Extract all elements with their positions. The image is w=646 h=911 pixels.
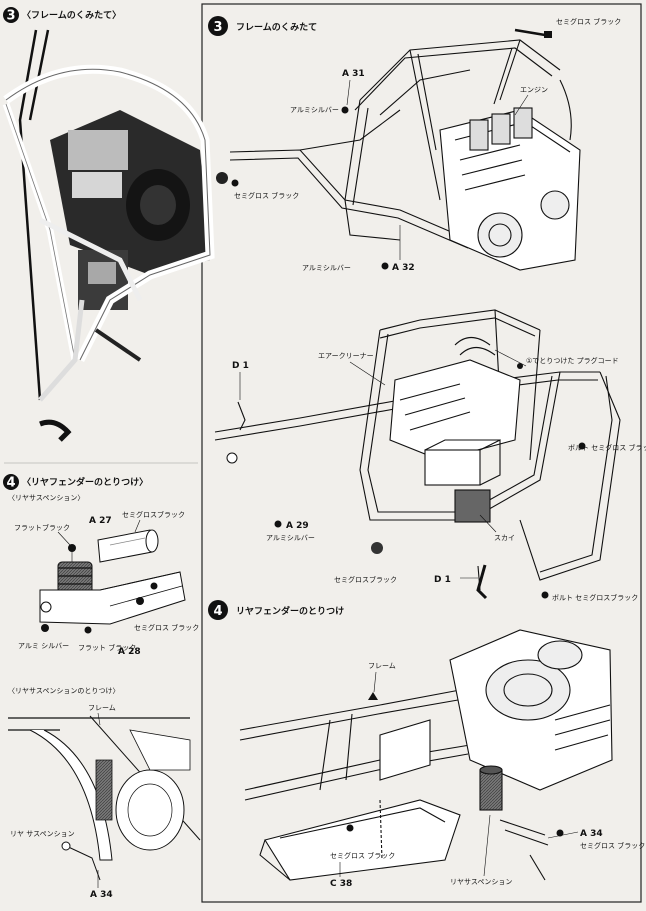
label-aluminum-silver: アルミ シルバー	[18, 642, 69, 650]
label-bolt-semi-gloss: ボルト セミグロス ブラック	[568, 443, 646, 452]
frame-photo	[2, 29, 215, 442]
right-step4-header: 4 リヤフェンダーのとりつけ	[208, 600, 344, 620]
label-frame: フレーム	[368, 662, 396, 670]
step-title: 〈リヤフェンダーのとりつけ〉	[22, 476, 148, 488]
paint-dot	[346, 824, 354, 832]
step-number: 4	[6, 476, 15, 491]
part-a32: A 32	[392, 263, 415, 273]
label-semi-gloss-black: セミグロスブラック	[122, 510, 185, 519]
foot-peg	[216, 172, 228, 184]
rear-suspension-drawing	[39, 529, 186, 634]
label-flat-black-2: フラット ブラック	[78, 643, 136, 652]
figure-frame-engine	[229, 28, 581, 271]
part-a34: A 34	[580, 829, 603, 839]
right-panel-border	[201, 3, 642, 903]
step-number-badge	[3, 7, 19, 23]
rear-susp-mount-title: 〈リヤサスペンションのとりつけ〉	[8, 687, 119, 695]
left-step4-header: 4 〈リヤフェンダーのとりつけ〉 〈リヤサスペンション〉	[3, 474, 148, 502]
step-number: 3	[213, 20, 222, 35]
step-number-badge	[208, 16, 228, 36]
step-number-badge	[208, 600, 228, 620]
paint-dot	[544, 31, 552, 38]
paint-dot	[517, 363, 523, 369]
label-aluminum-silver: アルミシルバー	[290, 106, 339, 114]
part-a28: A 28	[118, 647, 141, 657]
rear-susp-mount-drawing	[8, 715, 201, 881]
step-title: リヤフェンダーのとりつけ	[236, 605, 344, 617]
label-bolt-semi-gloss-2: ボルト セミグロスブラック	[552, 593, 638, 602]
part-a34: A 34	[90, 890, 113, 900]
part-a27: A 27	[89, 516, 112, 526]
label-sky: スカイ	[494, 534, 515, 542]
left-step3-header: 3 〈フレームのくみたて〉	[3, 7, 121, 24]
label-air-cleaner: エアークリーナー	[318, 352, 374, 360]
label-frame: フレーム	[88, 704, 116, 712]
label-aluminum-silver-fig2: アルミシルバー	[266, 534, 315, 542]
arrow-marker	[368, 692, 378, 700]
label-semi-gloss-black-fig3: セミグロス ブラック	[330, 851, 395, 860]
label-flat-black: フラットブラック	[14, 523, 70, 532]
paint-dot	[578, 442, 586, 450]
step-number: 4	[213, 604, 222, 619]
label-semi-gloss-black-right: セミグロス ブラック	[580, 841, 645, 850]
paint-dot	[541, 591, 549, 599]
bolt-part	[371, 542, 383, 554]
paint-dot	[341, 106, 349, 114]
bracket-d1	[476, 564, 488, 600]
part-c38: C 38	[330, 879, 352, 889]
rear-suspension-title: 〈リヤサスペンション〉	[8, 494, 84, 502]
label-semi-gloss-black: セミグロス ブラック	[234, 191, 299, 200]
figure-rear-fender	[239, 629, 613, 881]
label-semi-gloss-black-fig2: セミグロスブラック	[334, 575, 397, 584]
label-semi-gloss-black-2: セミグロス ブラック	[134, 623, 199, 632]
paint-dot	[556, 829, 564, 837]
figure-frame-aircleaner	[214, 309, 621, 591]
part-a29: A 29	[286, 521, 309, 531]
paint-dot	[381, 262, 389, 270]
right-step3-header: 3 フレームのくみたて	[208, 16, 317, 36]
label-engine: エンジン	[520, 86, 548, 94]
part-d1-bottom: D 1	[434, 575, 451, 585]
part-a31: A 31	[342, 69, 365, 79]
label-plug-cord: ①でとりつけた プラグコード	[526, 356, 619, 365]
step-number-badge	[3, 474, 19, 490]
paint-dot	[274, 520, 282, 528]
label-rear-suspension-fig3: リヤサスペンション	[450, 878, 512, 886]
step-title: フレームのくみたて	[236, 22, 317, 33]
paint-dot	[231, 179, 239, 187]
step-number: 3	[6, 9, 15, 24]
label-rear-suspension: リヤ サスペンション	[10, 830, 75, 838]
part-d1-top: D 1	[232, 361, 249, 371]
label-aluminum-silver-2: アルミシルバー	[302, 264, 351, 272]
step-title: 〈フレームのくみたて〉	[22, 10, 121, 21]
foot-peg	[226, 452, 238, 464]
label-semi-gloss-black-top: セミグロス ブラック	[556, 17, 621, 26]
